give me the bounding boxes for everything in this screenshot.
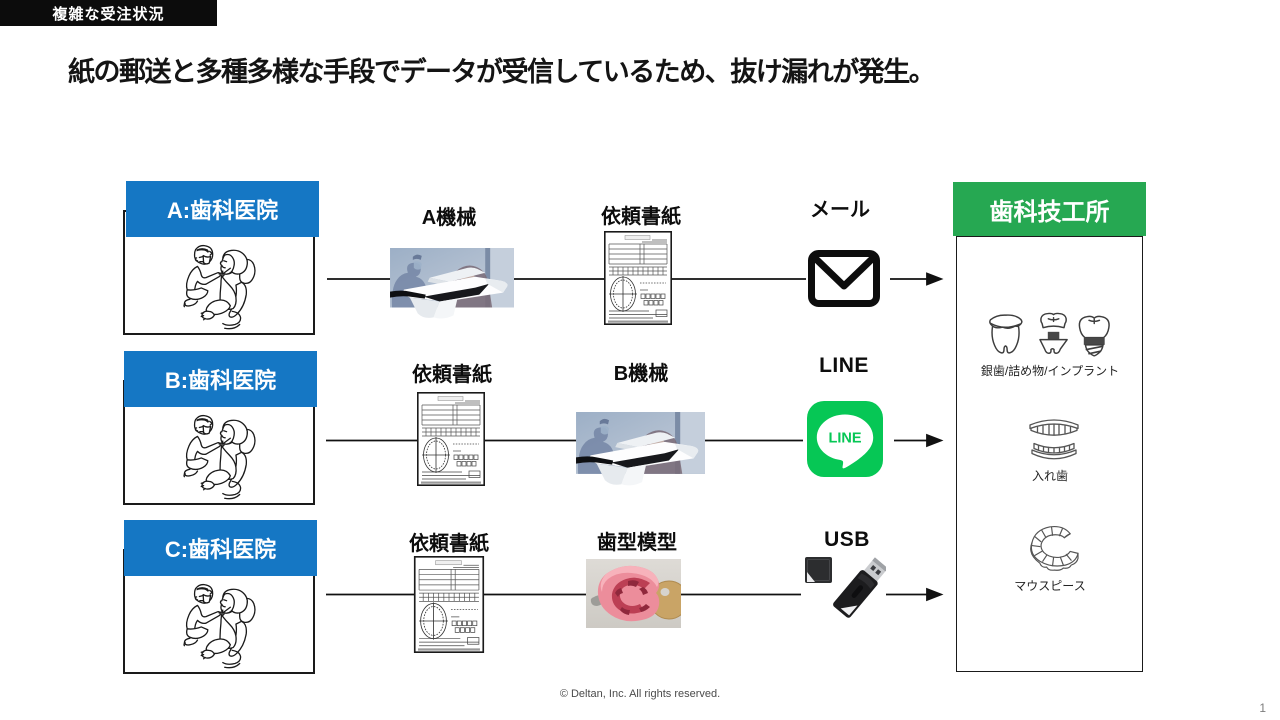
label-form-a: 依頼書紙 bbox=[601, 206, 681, 228]
dentist-patient-illustration-b bbox=[183, 414, 256, 500]
label-mail: メール bbox=[810, 199, 870, 221]
denture-icon bbox=[1029, 419, 1079, 460]
clinic-b-header: B:歯科医院 bbox=[124, 351, 317, 407]
copyright-text: © Deltan, Inc. All rights reserved. bbox=[559, 688, 721, 700]
dentist-patient-illustration-a bbox=[183, 244, 256, 330]
page-number: 1 bbox=[1259, 701, 1266, 715]
clinic-c-header: C:歯科医院 bbox=[124, 520, 317, 576]
machine-photo-b bbox=[576, 412, 705, 486]
mouthpiece-icon bbox=[1030, 525, 1079, 571]
usb-drive-photo bbox=[801, 548, 886, 630]
lab-header: 歯科技工所 bbox=[953, 182, 1146, 236]
request-form-c bbox=[413, 556, 485, 653]
line-app-icon bbox=[803, 398, 894, 480]
mail-envelope-icon bbox=[806, 246, 890, 310]
label-usb: USB bbox=[824, 528, 870, 551]
label-form-c: 依頼書紙 bbox=[409, 533, 489, 555]
label-machine-a: A機械 bbox=[421, 207, 477, 229]
teeth-crown-filling-implant-icon bbox=[988, 312, 1110, 357]
clinic-c-label: C:歯科医院 bbox=[164, 537, 277, 562]
slide-tag-text: 複雑な受注状況 bbox=[52, 5, 165, 23]
lab-label: 歯科技工所 bbox=[989, 198, 1110, 226]
lab-product-1-label: 銀歯/詰め物/インプラント bbox=[980, 364, 1120, 378]
clinic-a-label: A:歯科医院 bbox=[166, 198, 279, 223]
slide-tag-badge: 複雑な受注状況 bbox=[0, 0, 217, 26]
dental-mold-photo bbox=[586, 559, 681, 628]
clinic-a-header: A:歯科医院 bbox=[126, 181, 319, 237]
label-mold: 歯型模型 bbox=[597, 532, 677, 554]
slide-title: 紙の郵送と多種多様な手段でデータが受信しているため、抜け漏れが発生。 bbox=[68, 57, 936, 87]
lab-product-3-label: マウスピース bbox=[1014, 579, 1086, 593]
label-form-b: 依頼書紙 bbox=[412, 364, 492, 386]
clinic-b-label: B:歯科医院 bbox=[164, 368, 277, 393]
lab-product-2-label: 入れ歯 bbox=[1031, 469, 1068, 483]
request-form-a bbox=[604, 231, 672, 325]
dentist-patient-illustration-c bbox=[183, 583, 256, 669]
label-line: LINE bbox=[819, 354, 869, 377]
machine-photo-a bbox=[390, 248, 514, 319]
label-machine-b: B機械 bbox=[613, 363, 669, 385]
request-form-b bbox=[417, 392, 485, 486]
